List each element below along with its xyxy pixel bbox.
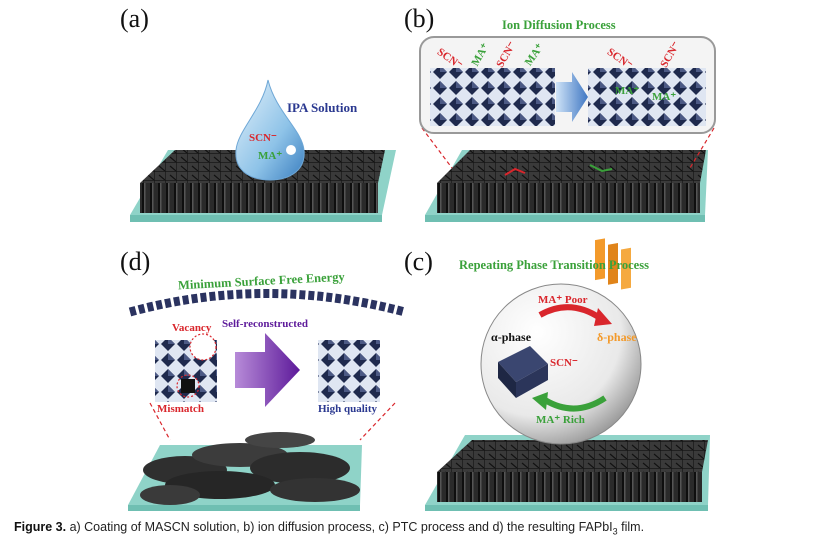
high-quality-label: High quality	[318, 403, 377, 415]
ion-diffusion-title: Ion Diffusion Process	[502, 18, 616, 32]
caption-subscript: 3	[612, 526, 618, 537]
defect-lattice	[155, 333, 217, 402]
diffusion-inset	[419, 36, 716, 134]
caption-tail: film.	[617, 520, 645, 534]
panel-c-film	[425, 435, 710, 511]
ipa-solution-label: IPA Solution	[287, 100, 358, 115]
panel-d-film	[128, 432, 362, 511]
figure-caption: Figure 3. a) Coating of MASCN solution, …	[14, 520, 644, 537]
ma-rich-label: MA⁺ Rich	[536, 414, 585, 426]
panel-b-label: (b)	[404, 4, 435, 33]
mismatch-label: Mismatch	[157, 403, 205, 415]
ma-inside-2: MA⁺	[652, 91, 677, 103]
delta-crystal	[595, 238, 631, 290]
green-arrow	[543, 395, 607, 412]
ma-inside-1: MA⁺	[615, 85, 640, 97]
ma-poor-label: MA⁺ Poor	[538, 294, 588, 306]
panel-a-film	[130, 150, 396, 222]
repeating-phase-title: Repeating Phase Transition Process	[459, 258, 649, 272]
vacancy-label: Vacancy	[172, 322, 212, 334]
reconstruct-arrow	[235, 333, 300, 407]
panel-c-label: (c)	[404, 247, 433, 276]
panel-b-film	[425, 150, 708, 222]
surface-arc	[128, 289, 407, 317]
delta-phase-label: δ-phase	[597, 330, 637, 344]
self-reconstructed-label: Self-reconstructed	[222, 318, 308, 330]
caption-figure-label: Figure 3.	[14, 520, 67, 534]
alpha-phase-label: α-phase	[491, 330, 532, 344]
quality-lattice	[318, 340, 380, 402]
scn-center-label: SCN⁻	[550, 357, 578, 369]
red-arrow	[538, 304, 602, 321]
panel-d-label: (d)	[120, 247, 151, 276]
drop-scn-label: SCN⁻	[249, 132, 277, 144]
panel-a-label: (a)	[120, 4, 149, 33]
caption-text: a) Coating of MASCN solution, b) ion dif…	[66, 520, 613, 534]
ipa-droplet	[235, 79, 305, 181]
alpha-crystal	[498, 346, 548, 398]
drop-ma-label: MA⁺	[258, 150, 283, 162]
